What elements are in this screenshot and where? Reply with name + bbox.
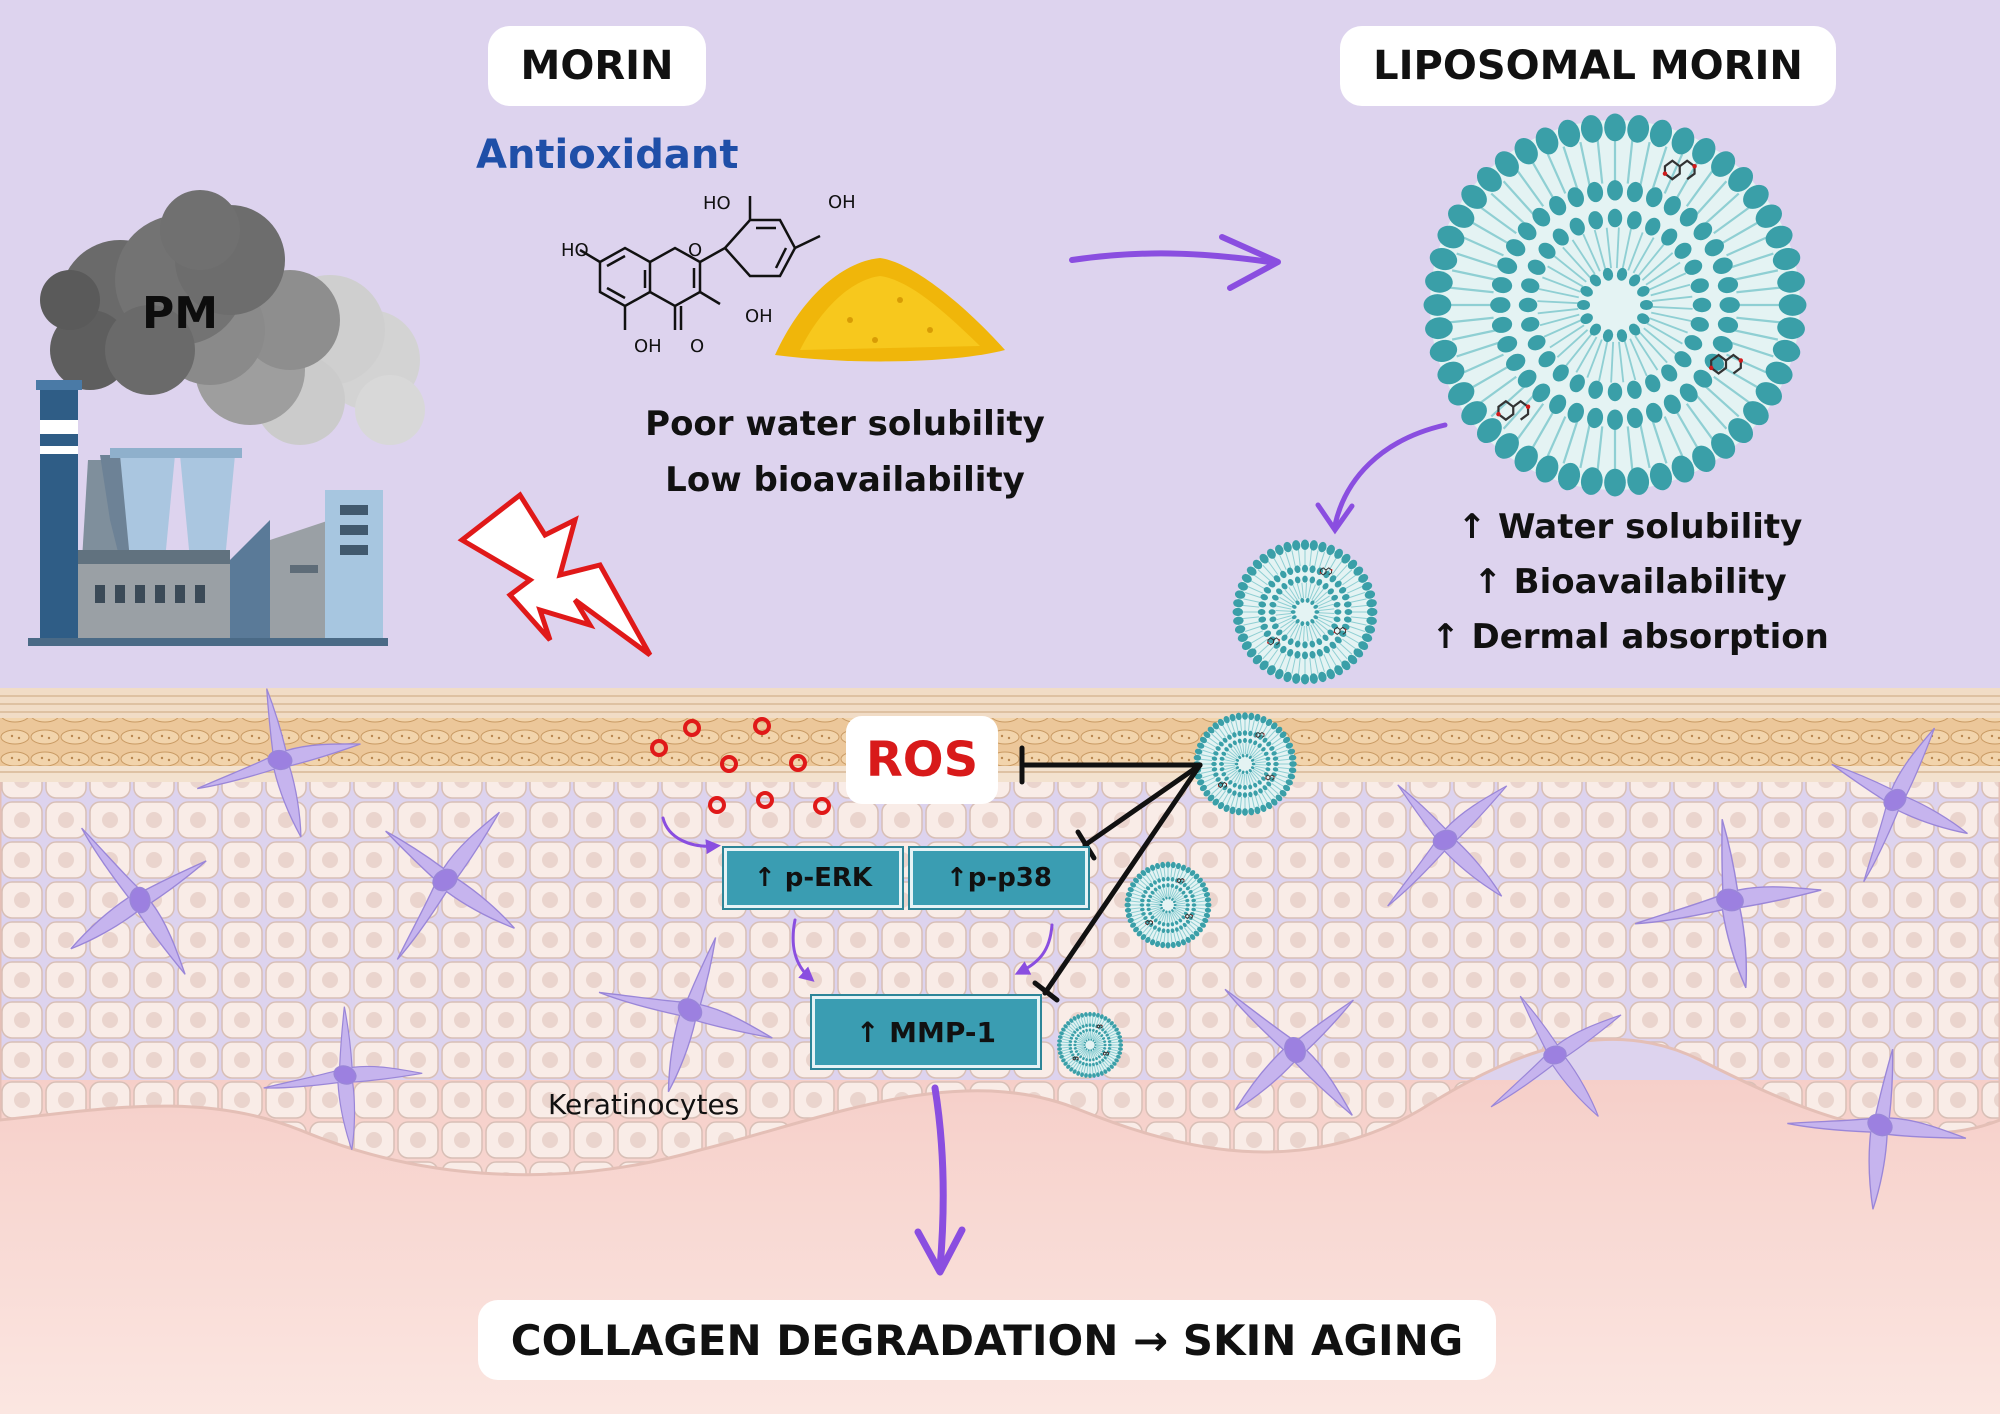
molecule-labels: HO OH HO OH OH O O (561, 192, 856, 357)
ros-particle-7 (756, 791, 774, 809)
liposome-benefits: ↑ Water solubility ↑ Bioavailability ↑ D… (1410, 500, 1850, 665)
arrow-morin-to-liposome (1069, 250, 1273, 265)
ros-box: ROS (846, 716, 998, 804)
ros-particle-3 (753, 717, 771, 735)
morin-title-box: MORIN (488, 26, 706, 106)
node-p-erk: ↑ p-ERK (724, 848, 902, 908)
p-p38-label: ↑p-p38 (946, 863, 1052, 893)
label-ho-top: HO (703, 193, 731, 214)
ros-particles (650, 717, 831, 815)
arrow-mmp-to-outcome (931, 1084, 947, 1272)
liposome-small-4 (1056, 1011, 1124, 1079)
arrow-liposome-to-skin (1332, 422, 1448, 528)
ros-particle-1 (650, 739, 668, 757)
benefit-water-solubility: ↑ Water solubility (1457, 507, 1803, 547)
label-oh-right: OH (745, 306, 773, 327)
morin-limitations: Poor water solubility Low bioavailabilit… (630, 396, 1060, 508)
benefit-bioavailability: ↑ Bioavailability (1473, 562, 1787, 602)
label-o-keto: O (690, 336, 704, 357)
ros-particle-4 (720, 755, 738, 773)
morin-molecule-structure (579, 196, 821, 330)
lightning-icon (457, 491, 653, 658)
morin-title: MORIN (520, 43, 674, 89)
label-oh-top: OH (828, 192, 856, 213)
benefit-dermal-absorption: ↑ Dermal absorption (1431, 617, 1829, 657)
low-bioavailability-text: Low bioavailability (665, 460, 1025, 500)
label-ho-left: HO (561, 240, 589, 261)
poor-solubility-text: Poor water solubility (645, 404, 1045, 444)
p-erk-label: ↑ p-ERK (753, 863, 873, 893)
dendritic-cells (70, 688, 1968, 1210)
keratinocytes-label: Keratinocytes (548, 1088, 740, 1121)
liposome-small-1 (1232, 539, 1378, 685)
pm-label: PM (142, 288, 218, 339)
outcome-label: COLLAGEN DEGRADATION → SKIN AGING (510, 1315, 1464, 1365)
mmp-1-label: ↑ MMP-1 (855, 1015, 997, 1049)
ros-particle-5 (789, 754, 807, 772)
liposomal-morin-title: LIPOSOMAL MORIN (1373, 43, 1803, 89)
outcome-box: COLLAGEN DEGRADATION → SKIN AGING (478, 1300, 1496, 1380)
liposome-small-3 (1124, 861, 1212, 949)
ros-particle-2 (683, 719, 701, 737)
liposomal-morin-title-box: LIPOSOMAL MORIN (1340, 26, 1836, 106)
smoke-cloud-icon (40, 190, 425, 445)
antioxidant-label: Antioxidant (476, 132, 739, 178)
pathway-arrows (661, 816, 1054, 982)
ros-particle-6 (708, 796, 726, 814)
stratum-corneum (0, 688, 2000, 782)
liposome-large-icon (1423, 113, 1807, 497)
node-p-p38: ↑p-p38 (910, 848, 1088, 908)
ros-particle-8 (813, 797, 831, 815)
liposome-small-2 (1193, 712, 1297, 816)
inhibition-lines (1019, 745, 1203, 1003)
label-oh-bottom: OH (634, 336, 662, 357)
node-mmp-1: ↑ MMP-1 (812, 996, 1040, 1068)
factory-illustration (28, 190, 425, 646)
ros-label: ROS (865, 732, 979, 788)
label-o-ring: O (688, 240, 702, 261)
morin-powder (775, 258, 1005, 362)
epidermis-cells (0, 780, 2000, 1175)
